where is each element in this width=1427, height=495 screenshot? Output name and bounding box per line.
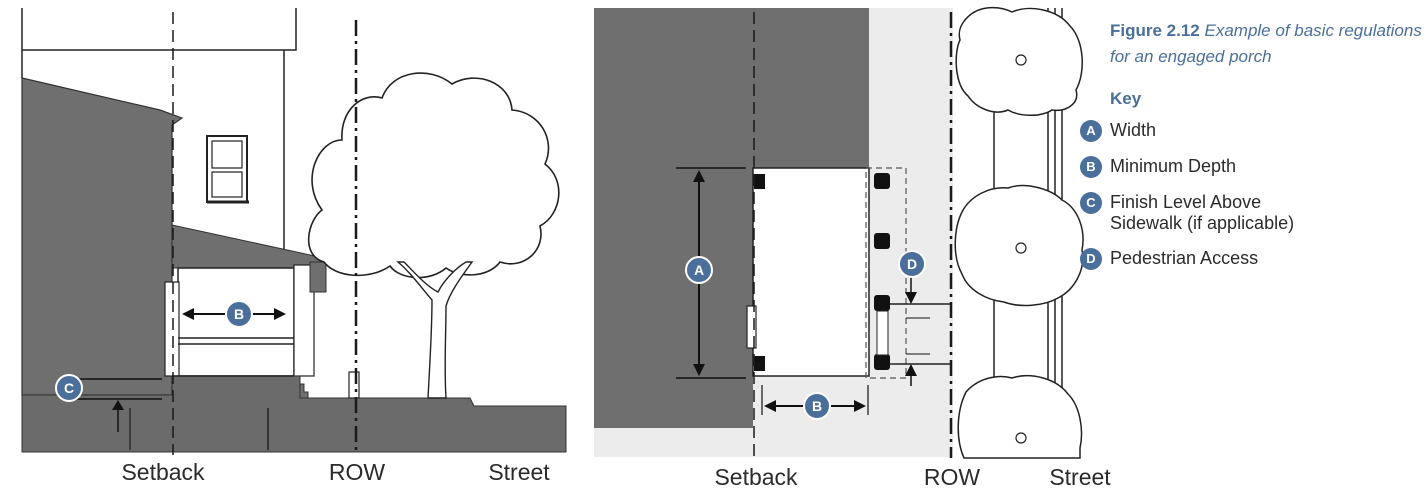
- svg-text:B: B: [812, 398, 822, 414]
- key-label-b: Minimum Depth: [1110, 156, 1237, 176]
- badge-d-plan: D: [898, 250, 926, 278]
- key-item-d: D Pedestrian Access: [1080, 246, 1427, 270]
- badge-c-elevation: C: [55, 374, 83, 402]
- elevation-setback-label: Setback: [121, 459, 205, 485]
- key-item-a: A Width: [1080, 118, 1427, 142]
- dimension-d: [905, 274, 930, 386]
- porch-columns: [754, 173, 890, 371]
- caption-key-panel: Figure 2.12 Example of basic regulations…: [1080, 18, 1427, 282]
- svg-text:B: B: [234, 306, 244, 322]
- badge-b-plan: B: [803, 392, 831, 420]
- plan-porch: [752, 167, 870, 377]
- key-label-a: Width: [1110, 120, 1157, 140]
- plan-street-label: Street: [1049, 464, 1111, 490]
- sidewalk-strip: [869, 8, 953, 457]
- street-trees: [954, 6, 1084, 459]
- upper-house-outline: [21, 8, 297, 51]
- figure-number: Figure 2.12: [1110, 21, 1200, 40]
- figure-caption-text: Example of basic regulations for an enga…: [1110, 21, 1422, 66]
- key-item-c: C Finish Level Above Sidewalk (if applic…: [1080, 190, 1427, 234]
- key-badge-a: A: [1080, 120, 1102, 142]
- tree: [307, 72, 560, 399]
- window: [206, 135, 249, 204]
- figure-caption: Figure 2.12 Example of basic regulations…: [1110, 18, 1427, 70]
- key-label-c: Finish Level Above Sidewalk (if applicab…: [1110, 192, 1295, 233]
- elevation-street-label: Street: [488, 459, 550, 485]
- key-item-b: B Minimum Depth: [1080, 154, 1427, 178]
- dimension-c: [68, 378, 162, 432]
- key-label-d: Pedestrian Access: [1110, 248, 1259, 268]
- badge-b-elevation: B: [225, 300, 253, 328]
- plan-view: A B D Setback ROW Street: [594, 6, 1111, 490]
- bollard: [348, 371, 360, 399]
- svg-text:C: C: [64, 380, 74, 396]
- neighbor-building: [21, 77, 184, 396]
- plan-row-label: ROW: [924, 464, 981, 490]
- svg-text:D: D: [907, 256, 917, 272]
- porch-roof: [171, 224, 325, 269]
- key-badge-b: B: [1080, 156, 1102, 178]
- plan-setback-label: Setback: [714, 464, 798, 490]
- plan-building: [594, 8, 869, 428]
- key-title: Key: [1110, 89, 1142, 108]
- elevation-view: B C Setback ROW Street: [21, 8, 567, 485]
- key-badge-d: D: [1080, 248, 1102, 270]
- svg-text:A: A: [694, 262, 704, 278]
- front-yard: [594, 428, 953, 457]
- elevation-row-label: ROW: [329, 459, 386, 485]
- badge-a-plan: A: [685, 256, 713, 284]
- key-badge-c: C: [1080, 192, 1102, 214]
- ground: [21, 375, 567, 453]
